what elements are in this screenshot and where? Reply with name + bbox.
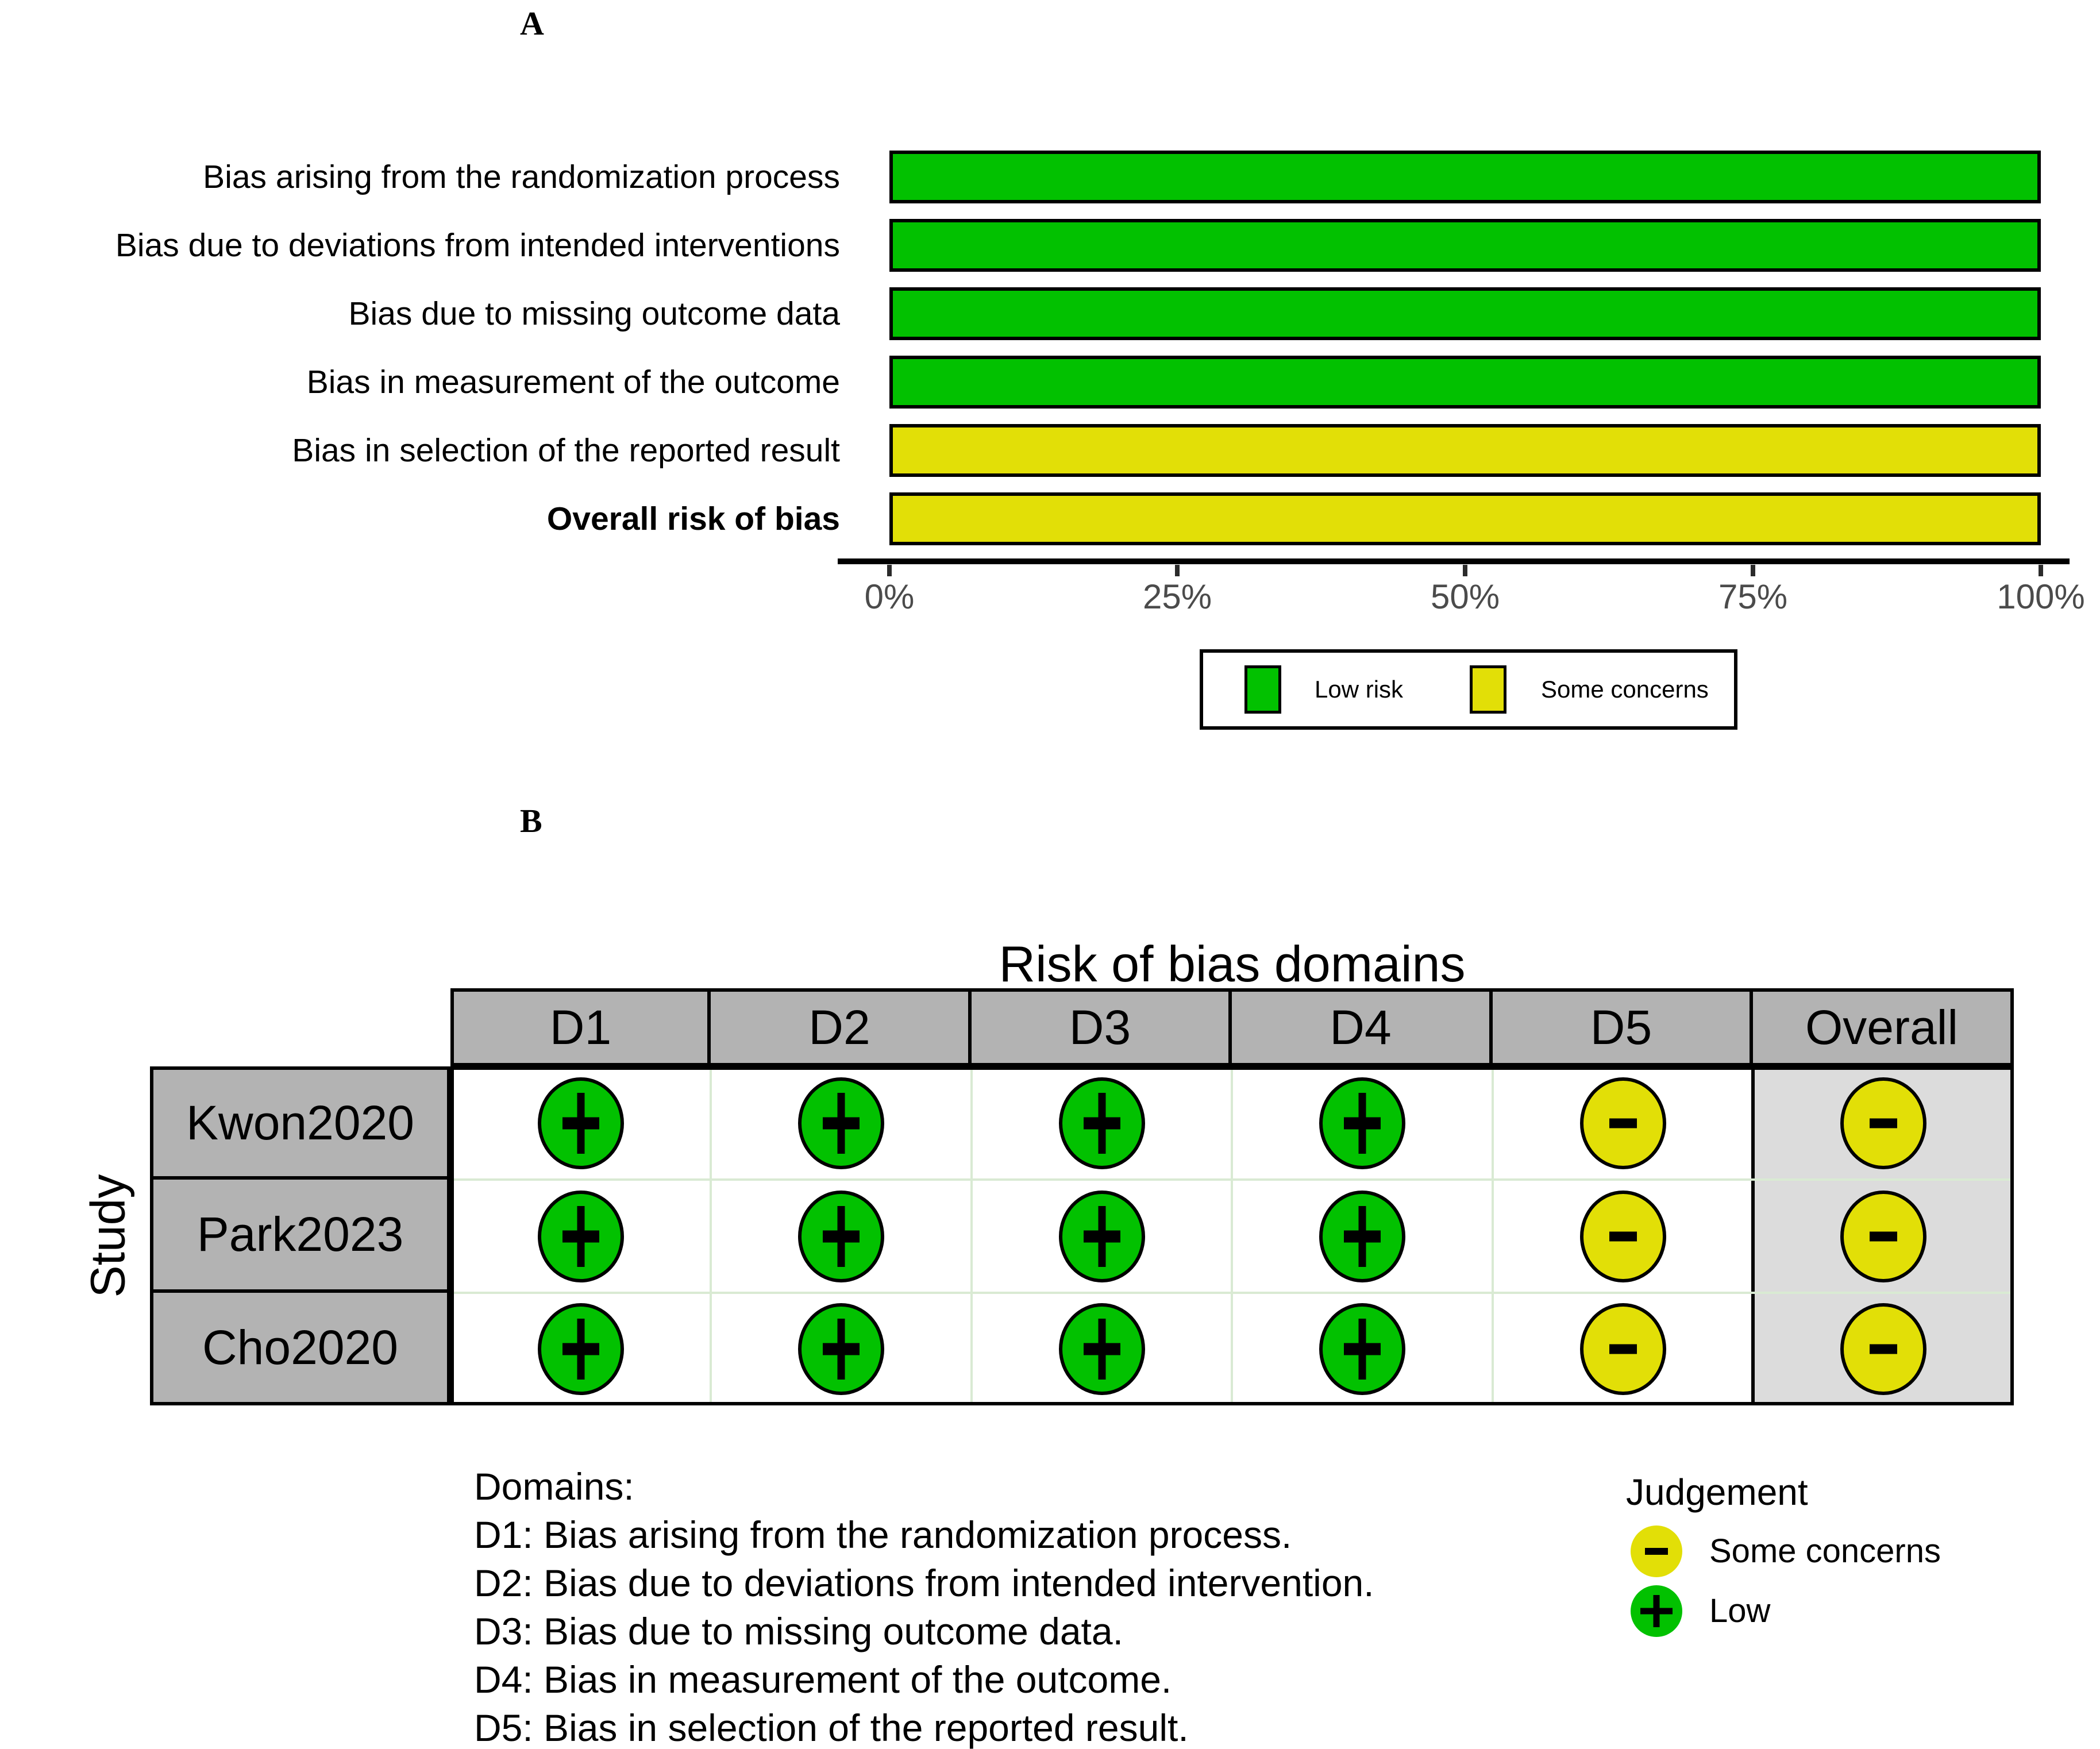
axis-tick-label: 100% <box>1997 577 2085 616</box>
bar-category-label: Bias in measurement of the outcome <box>306 364 840 400</box>
plus-icon <box>1344 1230 1381 1242</box>
minus-icon <box>1645 1548 1668 1555</box>
traffic-light-title: Risk of bias domains <box>999 935 1466 992</box>
judgement-legend-circle <box>1631 1585 1682 1637</box>
plus-icon <box>823 1230 860 1242</box>
axis-tick-label: 75% <box>1718 577 1788 616</box>
footnote-line: D4: Bias in measurement of the outcome. <box>474 1658 1172 1701</box>
column-separator <box>710 1070 712 1402</box>
minus-icon <box>1609 1118 1637 1128</box>
risk-bar <box>889 219 2041 272</box>
axis-tick-label: 25% <box>1142 577 1212 616</box>
axis-tick-mark <box>1751 565 1755 576</box>
domain-header-cell: D4 <box>1228 988 1493 1066</box>
domain-header-cell: D3 <box>968 988 1232 1066</box>
judgement-legend-circle <box>1631 1525 1682 1577</box>
column-separator <box>970 1070 973 1402</box>
traffic-light-circle <box>1840 1303 1926 1395</box>
footnote-line: D5: Bias in selection of the reported re… <box>474 1706 1189 1749</box>
axis-tick-mark <box>2039 565 2043 576</box>
footnote-line: D1: Bias arising from the randomization … <box>474 1513 1292 1556</box>
plus-icon <box>1640 1608 1673 1615</box>
bar-chart-legend: Low risk Some concerns <box>1200 649 1737 730</box>
legend-label: Some concerns <box>1541 676 1709 703</box>
traffic-light-circle <box>1058 1190 1145 1282</box>
study-label-cell: Park2023 <box>150 1176 450 1293</box>
traffic-light-circle <box>537 1303 624 1395</box>
traffic-light-circle <box>798 1190 884 1282</box>
plus-icon <box>562 1343 599 1355</box>
traffic-light-circle <box>1058 1303 1145 1395</box>
row-separator <box>454 1178 2010 1181</box>
minus-icon <box>1870 1344 1897 1354</box>
bar-category-label: Bias in selection of the reported result <box>292 432 840 469</box>
traffic-light-circle <box>1058 1077 1145 1169</box>
study-label-cell: Cho2020 <box>150 1289 450 1405</box>
traffic-light-circle <box>798 1303 884 1395</box>
legend-swatch <box>1470 665 1506 714</box>
panel-b-label: B <box>520 802 542 839</box>
plus-icon <box>1083 1343 1120 1355</box>
row-separator <box>454 1292 2010 1294</box>
axis-tick-mark <box>1463 565 1467 576</box>
minus-icon <box>1609 1344 1637 1354</box>
bar-category-label: Bias due to missing outcome data <box>348 295 840 332</box>
traffic-light-circle <box>537 1077 624 1169</box>
legend-swatch <box>1244 665 1281 714</box>
traffic-light-circle <box>1319 1077 1405 1169</box>
plus-icon <box>1083 1230 1120 1242</box>
domain-header-cell: D1 <box>450 988 711 1066</box>
risk-bar <box>889 287 2041 340</box>
legend-label: Low risk <box>1315 676 1404 703</box>
judgement-legend-label: Some concerns <box>1709 1532 1941 1570</box>
domain-header-cell: D2 <box>707 988 972 1066</box>
column-separator <box>1492 1070 1494 1402</box>
axis-tick-mark <box>1175 565 1180 576</box>
risk-bar <box>889 424 2041 477</box>
footnote-line: Domains: <box>474 1465 634 1508</box>
bar-category-label: Bias due to deviations from intended int… <box>115 227 840 264</box>
column-separator <box>1231 1070 1233 1402</box>
plus-icon <box>1344 1117 1381 1129</box>
footnote-line: D3: Bias due to missing outcome data. <box>474 1610 1123 1652</box>
plus-icon <box>823 1343 860 1355</box>
domain-header-cell: Overall <box>1750 988 2014 1066</box>
minus-icon <box>1609 1231 1637 1241</box>
traffic-light-circle <box>537 1190 624 1282</box>
traffic-light-circle <box>798 1077 884 1169</box>
traffic-light-circle <box>1840 1077 1926 1169</box>
risk-bar <box>889 356 2041 409</box>
judgement-legend-title: Judgement <box>1626 1471 1808 1513</box>
traffic-light-circle <box>1319 1303 1405 1395</box>
traffic-light-circle <box>1579 1303 1666 1395</box>
traffic-light-circle <box>1840 1190 1926 1282</box>
plus-icon <box>562 1117 599 1129</box>
plus-icon <box>1083 1117 1120 1129</box>
study-label-cell: Kwon2020 <box>150 1066 450 1180</box>
plus-icon <box>823 1117 860 1129</box>
risk-bar <box>889 151 2041 203</box>
plus-icon <box>1344 1343 1381 1355</box>
minus-icon <box>1870 1231 1897 1241</box>
minus-icon <box>1870 1118 1897 1128</box>
overall-column-separator <box>1751 1066 1755 1405</box>
domain-footnotes: Domains: D1: Bias arising from the random… <box>474 1462 1374 1749</box>
bar-category-label: Bias arising from the randomization proc… <box>203 159 840 195</box>
axis-tick-label: 50% <box>1430 577 1500 616</box>
plus-icon <box>562 1230 599 1242</box>
judgement-legend-label: Low <box>1709 1592 1771 1629</box>
study-axis-label: Study <box>80 1174 135 1298</box>
bar-category-label: Overall risk of bias <box>546 500 840 537</box>
panel-a-label: A <box>520 5 544 42</box>
footnote-line: D2: Bias due to deviations from intended… <box>474 1562 1374 1604</box>
domain-header-cell: D5 <box>1489 988 1753 1066</box>
traffic-light-circle <box>1579 1077 1666 1169</box>
x-axis-line <box>838 558 2070 564</box>
axis-tick-mark <box>887 565 892 576</box>
risk-bar <box>889 492 2041 545</box>
traffic-light-circle <box>1579 1190 1666 1282</box>
axis-tick-label: 0% <box>864 577 915 616</box>
traffic-light-circle <box>1319 1190 1405 1282</box>
